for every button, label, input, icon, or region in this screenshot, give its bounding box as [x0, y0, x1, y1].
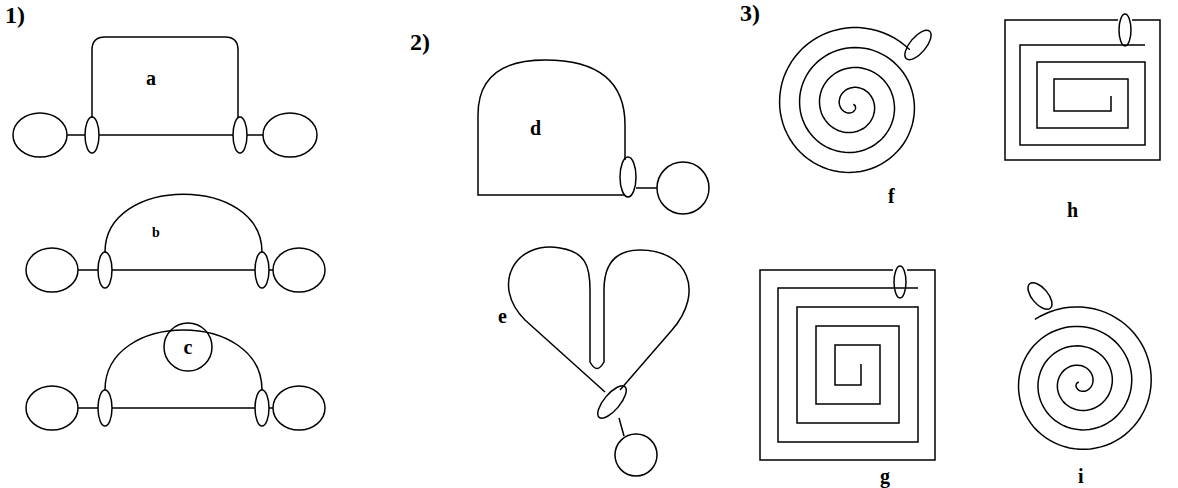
part-letter: f	[888, 186, 895, 206]
part-letter: g	[880, 466, 890, 486]
part-letter: e	[498, 306, 507, 326]
part-letter: c	[184, 337, 193, 357]
ring-circle: c	[163, 322, 213, 372]
square-coil-h	[1005, 20, 1160, 160]
wire-loop-e	[509, 247, 690, 476]
wire-loop-c	[26, 330, 325, 430]
coil-ring	[900, 26, 935, 64]
coil-ring	[894, 266, 906, 298]
round-coil-i	[1019, 307, 1152, 449]
coil-ring	[1119, 14, 1131, 46]
part-letter: i	[1078, 466, 1084, 486]
wire-loop-d	[478, 60, 709, 214]
part-letter: h	[1067, 200, 1078, 220]
wire-loop-b	[26, 194, 325, 292]
square-coil-g	[760, 270, 935, 460]
panel-number: 1)	[5, 3, 25, 27]
panel-number: 3)	[740, 1, 760, 25]
part-letter: b	[152, 226, 160, 240]
panel-number: 2)	[410, 30, 430, 54]
wire-loop-a	[13, 37, 317, 157]
coil-ring	[1024, 279, 1057, 314]
part-letter: d	[530, 118, 541, 138]
round-coil-f	[780, 28, 915, 173]
part-letter: a	[146, 68, 156, 88]
